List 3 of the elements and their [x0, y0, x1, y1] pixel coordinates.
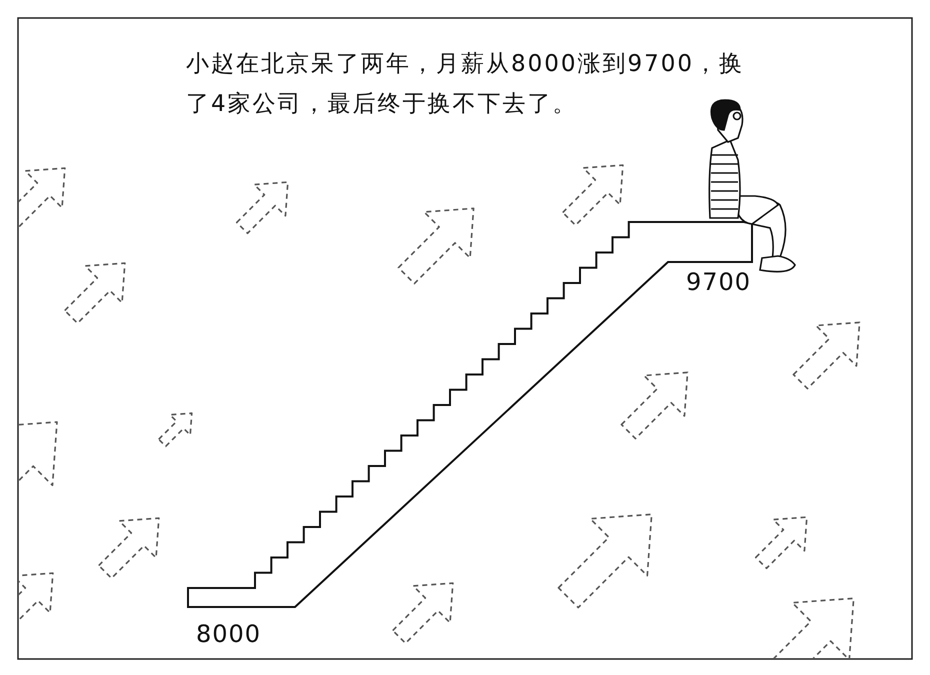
value-label: 8000 — [196, 620, 262, 648]
title-text: 小赵在北京呆了两年，月薪从8000涨到9700，换了4家公司，最后终于换不下去了。 — [186, 50, 746, 119]
value-label: 9700 — [686, 268, 752, 296]
